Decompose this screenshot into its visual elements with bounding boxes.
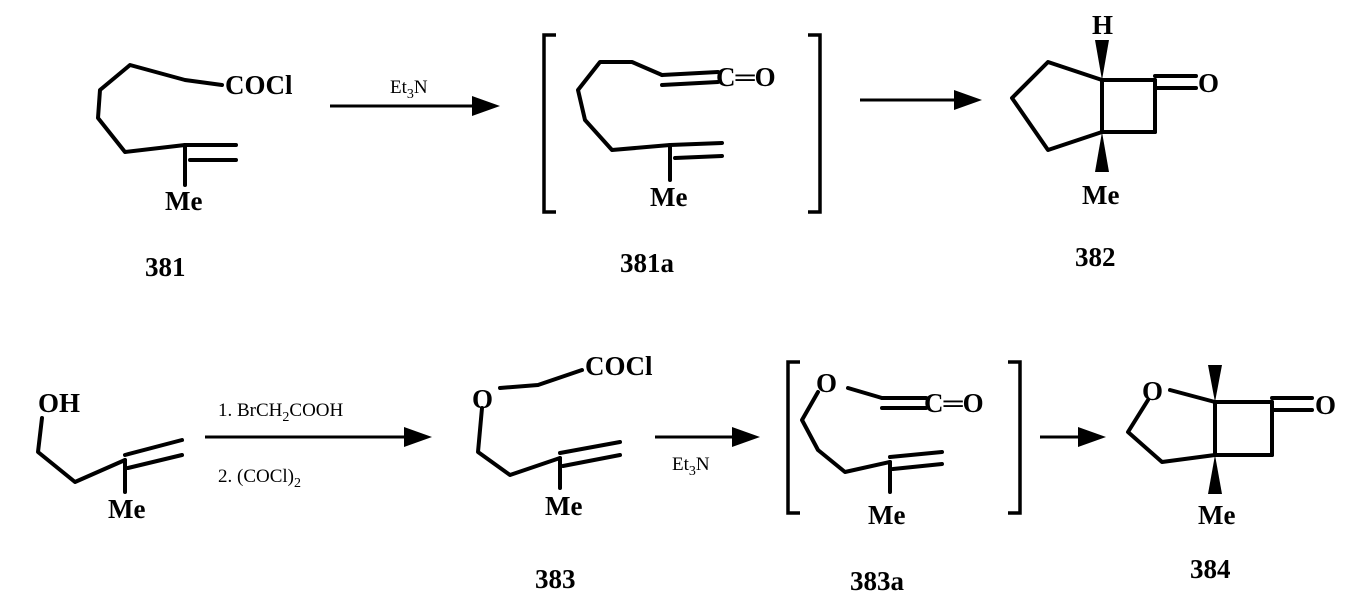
compound-number-383a: 383a — [850, 566, 905, 596]
ketone-oxygen-label-384: O — [1315, 390, 1336, 420]
structure-383a: O C═O Me — [800, 368, 984, 530]
ether-oxygen-label-383: O — [472, 384, 493, 414]
compound-number-381a: 381a — [620, 248, 675, 278]
reaction-arrow-3: 1. BrCH2COOH 2. (COCl)2 — [205, 400, 432, 491]
structure-381a: C═O Me — [576, 60, 776, 212]
reagent-step-1: 1. BrCH2COOH — [218, 400, 344, 425]
ether-oxygen-label-384: O — [1142, 376, 1163, 406]
compound-number-383: 383 — [535, 564, 576, 594]
compound-number-382: 382 — [1075, 242, 1116, 272]
compound-number-384: 384 — [1190, 554, 1231, 584]
structure-382: H O Me — [1010, 10, 1219, 210]
methyl-label-381: Me — [165, 186, 202, 216]
ketone-oxygen-label-382: O — [1198, 68, 1219, 98]
ketene-co-label: C═O — [716, 62, 776, 92]
acyl-chloride-label-383: COCl — [585, 351, 653, 381]
structure-384: O O Me — [1126, 365, 1336, 530]
reagent-et3n-bottom: Et3N — [672, 454, 710, 479]
methyl-label-384: Me — [1198, 500, 1235, 530]
ketene-co-label-383a: C═O — [924, 388, 984, 418]
methyl-label-alcohol: Me — [108, 494, 145, 524]
hydroxyl-label: OH — [38, 388, 80, 418]
right-bracket-381a — [808, 33, 822, 214]
methyl-label-381a: Me — [650, 182, 687, 212]
acyl-chloride-label-381: COCl — [225, 70, 293, 100]
structure-383: O COCl Me — [472, 351, 653, 521]
reaction-arrow-4: Et3N — [655, 427, 760, 479]
structure-alcohol: OH Me — [36, 388, 184, 524]
left-bracket-381a — [542, 33, 556, 214]
methyl-label-383: Me — [545, 491, 582, 521]
reagent-step-2: 2. (COCl)2 — [218, 466, 301, 491]
ether-oxygen-label-383a: O — [816, 368, 837, 398]
reaction-arrow-5 — [1040, 427, 1106, 447]
left-bracket-383a — [786, 360, 800, 515]
hydrogen-label-382: H — [1092, 10, 1113, 40]
reagent-et3n-top: Et3N — [390, 77, 428, 102]
compound-number-381: 381 — [145, 252, 186, 282]
right-bracket-383a — [1008, 360, 1022, 515]
reaction-arrow-2 — [860, 90, 982, 110]
methyl-label-383a: Me — [868, 500, 905, 530]
reaction-arrow-1: Et3N — [330, 77, 500, 116]
methyl-label-382: Me — [1082, 180, 1119, 210]
structure-381: COCl Me — [96, 63, 293, 216]
